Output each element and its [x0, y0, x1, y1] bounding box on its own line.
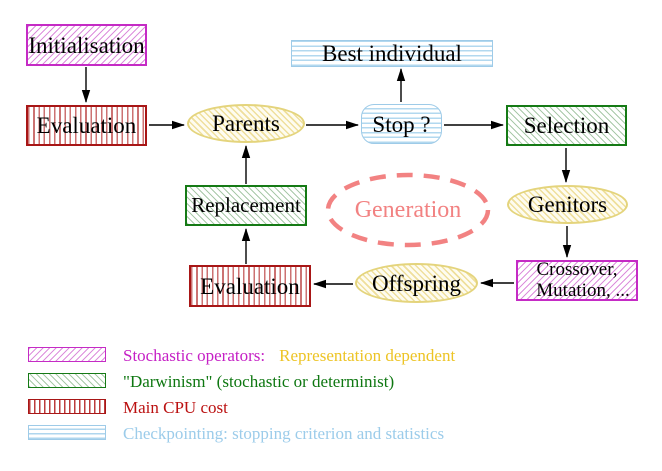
legend-item-stochastic-operators: Stochastic operators: Representation depe… [123, 346, 455, 365]
node-crossover-mutation: Crossover, Mutation, ... [516, 258, 638, 301]
legend-item-main-cpu-cost: Main CPU cost [123, 398, 228, 417]
legend-swatch-green-hatch [28, 373, 106, 388]
node-evaluation-bottom: Evaluation [189, 265, 311, 307]
node-evaluation-top: Evaluation [26, 105, 147, 146]
node-initialisation: Initialisation [26, 24, 147, 66]
node-best-individual: Best individual [291, 40, 493, 67]
legend-item-darwinism: "Darwinism" (stochastic or determinist) [123, 372, 395, 391]
crossover-line2: Mutation, ... [536, 279, 630, 301]
legend-swatch-red-stripes [28, 399, 106, 414]
legend-label-representation: Representation dependent [279, 346, 456, 365]
node-genitors: Genitors [507, 185, 628, 224]
node-replacement: Replacement [185, 185, 307, 226]
generation-dashed-ellipse [325, 172, 491, 248]
node-generation: Generation [325, 172, 491, 248]
legend-item-checkpointing: Checkpointing: stopping criterion and st… [123, 424, 445, 443]
legend-label-stochastic: Stochastic operators: [123, 346, 266, 365]
crossover-line1: Crossover, [536, 258, 618, 280]
node-offspring: Offspring [355, 263, 478, 303]
generation-label: Generation [354, 196, 462, 223]
legend-swatch-magenta-hatch [28, 347, 106, 362]
legend-swatch-cyan-stripes [28, 425, 106, 440]
node-parents: Parents [187, 104, 305, 143]
node-selection: Selection [506, 105, 627, 146]
node-stop: Stop ? [361, 104, 442, 144]
